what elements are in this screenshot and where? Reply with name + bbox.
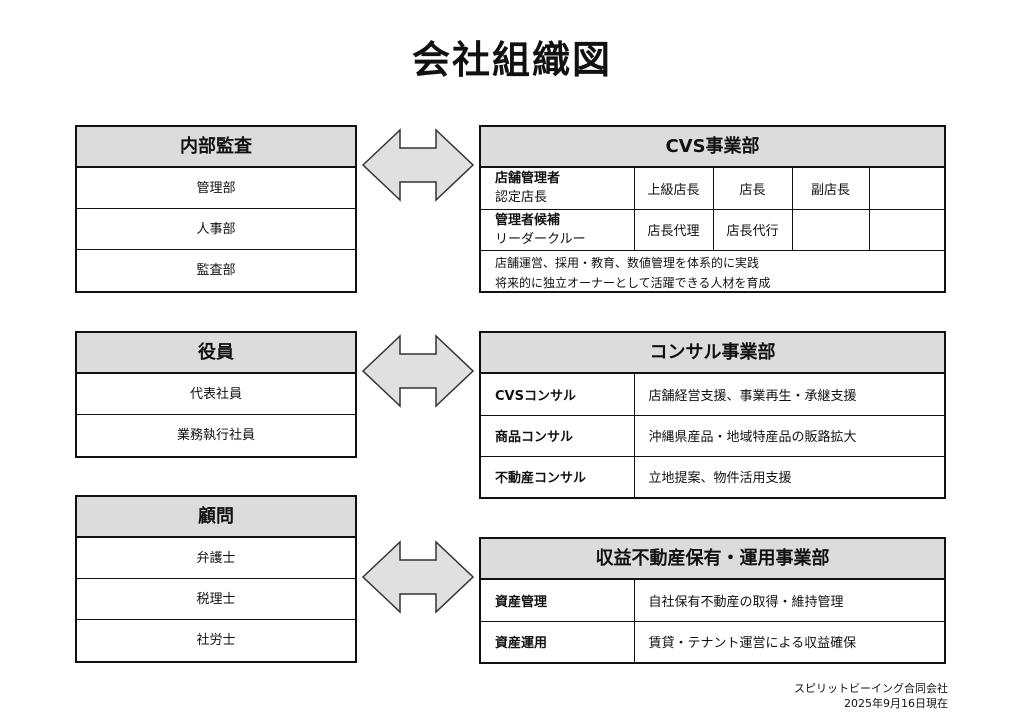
- table-cell: [868, 208, 944, 250]
- internal-audit-box: 内部監査 管理部 人事部 監査部: [75, 125, 357, 293]
- list-item: 弁護士: [77, 538, 355, 579]
- realestate-division-box: 収益不動産保有・運用事業部 資産管理 自社保有不動産の取得・維持管理 資産運用 …: [479, 537, 946, 664]
- consult-division-heading: コンサル事業部: [481, 333, 944, 374]
- note-line: 店舗運営、採用・教育、数値管理を体系的に実践: [495, 256, 760, 270]
- footer: スピリットビーイング合同会社 2025年9月16日現在: [794, 681, 948, 711]
- table-cell: 管理者候補 リーダークルー: [481, 208, 635, 250]
- table-cell: [791, 208, 870, 250]
- page-title: 会社組織図: [411, 38, 612, 82]
- list-item: 監査部: [196, 263, 236, 278]
- list-item: 税理士: [77, 579, 355, 620]
- list-item: 管理部: [77, 168, 355, 209]
- list-item: 代表社員: [77, 374, 355, 415]
- company-name: スピリットビーイング合同会社: [794, 682, 948, 695]
- internal-audit-heading: 内部監査: [77, 127, 355, 168]
- advisors-box: 顧問 弁護士 税理士 社労士: [75, 495, 357, 663]
- table-cell: 店長代理: [633, 208, 714, 250]
- table-cell: 賃貸・テナント運営による収益確保: [633, 620, 944, 662]
- table-cell: 資産管理: [481, 580, 635, 622]
- table-row: 不動産コンサル 立地提案、物件活用支援: [481, 455, 944, 497]
- cvs-note: 店舗運営、採用・教育、数値管理を体系的に実践 将来的に独立オーナーとして活躍でき…: [481, 250, 944, 295]
- table-row: 資産管理 自社保有不動産の取得・維持管理: [481, 580, 944, 622]
- table-cell: 立地提案、物件活用支援: [633, 455, 944, 497]
- as-of-date: 2025年9月16日現在: [844, 697, 948, 710]
- table-cell: CVSコンサル: [481, 374, 635, 416]
- table-cell: 店長代行: [712, 208, 793, 250]
- table-row: 管理者候補 リーダークルー 店長代理 店長代行: [481, 208, 944, 250]
- officers-box: 役員 代表社員 業務執行社員: [75, 331, 357, 458]
- role-label: 管理者候補: [495, 212, 561, 228]
- realestate-division-heading: 収益不動産保有・運用事業部: [481, 539, 944, 580]
- list-item: 業務執行社員: [176, 428, 255, 443]
- table-cell: 資産運用: [481, 620, 635, 662]
- officers-heading: 役員: [77, 333, 355, 374]
- table-cell: 店舗管理者 認定店長: [481, 168, 635, 210]
- table-cell: 副店長: [791, 168, 870, 210]
- double-arrow-icon: [362, 334, 474, 408]
- double-arrow-icon: [362, 128, 474, 202]
- table-row: CVSコンサル 店舗経営支援、事業再生・承継支援: [481, 374, 944, 416]
- table-row: 資産運用 賃貸・テナント運営による収益確保: [481, 620, 944, 662]
- table-cell: 自社保有不動産の取得・維持管理: [633, 580, 944, 622]
- table-cell: 店長: [712, 168, 793, 210]
- table-cell: 商品コンサル: [481, 414, 635, 457]
- advisors-heading: 顧問: [77, 497, 355, 538]
- consult-table: CVSコンサル 店舗経営支援、事業再生・承継支援 商品コンサル 沖縄県産品・地域…: [481, 374, 944, 497]
- cvs-division-box: CVS事業部 店舗管理者 認定店長 上級店長 店長 副店長 管理者候補 リーダー…: [479, 125, 946, 293]
- table-cell: 上級店長: [633, 168, 714, 210]
- table-cell: 店舗経営支援、事業再生・承継支援: [633, 374, 944, 416]
- consult-division-box: コンサル事業部 CVSコンサル 店舗経営支援、事業再生・承継支援 商品コンサル …: [479, 331, 946, 499]
- role-sublabel: リーダークルー: [495, 231, 586, 247]
- role-sublabel: 認定店長: [495, 190, 548, 206]
- table-cell: 不動産コンサル: [481, 455, 635, 497]
- cvs-division-heading: CVS事業部: [481, 127, 944, 168]
- note-line: 将来的に独立オーナーとして活躍できる人材を育成: [495, 276, 771, 290]
- table-row: 商品コンサル 沖縄県産品・地域特産品の販路拡大: [481, 414, 944, 457]
- double-arrow-icon: [362, 540, 474, 614]
- role-label: 店舗管理者: [495, 171, 561, 187]
- realestate-table: 資産管理 自社保有不動産の取得・維持管理 資産運用 賃貸・テナント運営による収益…: [481, 580, 944, 662]
- cvs-role-table: 店舗管理者 認定店長 上級店長 店長 副店長 管理者候補 リーダークルー 店長代…: [481, 168, 944, 250]
- table-row: 店舗管理者 認定店長 上級店長 店長 副店長: [481, 168, 944, 210]
- table-cell: [868, 168, 944, 210]
- list-item: 社労士: [196, 633, 236, 648]
- list-item: 人事部: [77, 209, 355, 250]
- table-cell: 沖縄県産品・地域特産品の販路拡大: [633, 414, 944, 457]
